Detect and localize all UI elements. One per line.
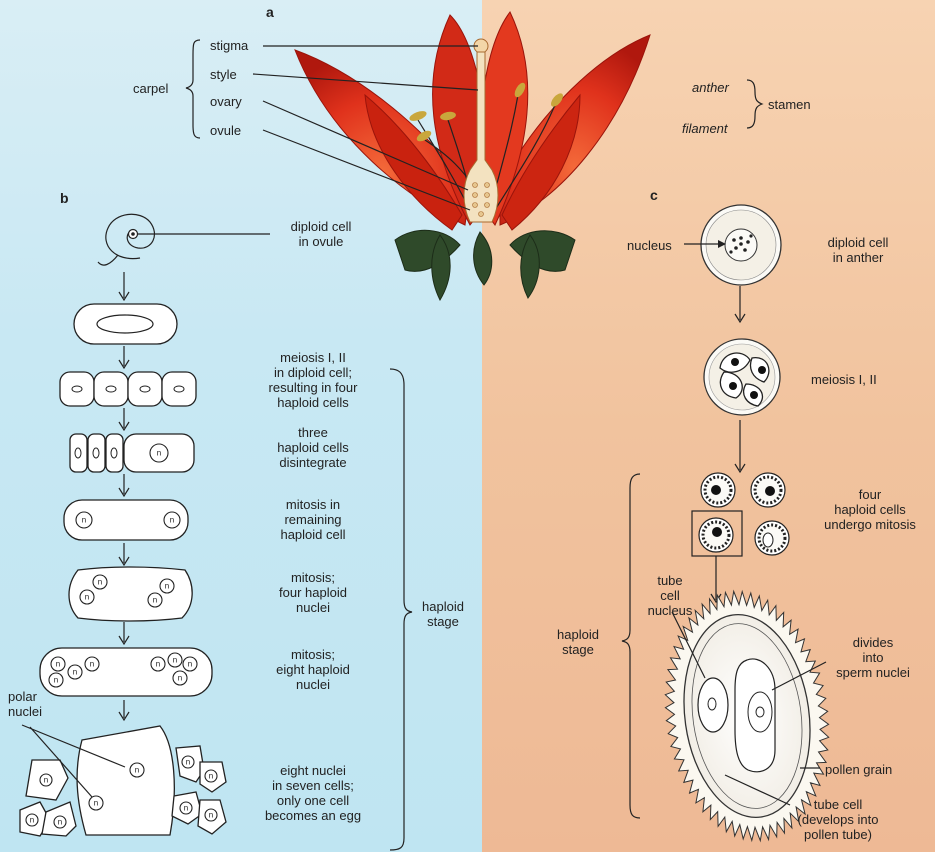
nucleus-letter: n [58,818,62,827]
nucleus-letter: n [186,758,190,767]
nucleus-letter: n [170,516,174,525]
nucleus-letter: n [156,660,160,669]
stigma-label: stigma [210,38,248,53]
style-label: style [210,67,237,82]
nucleus-letter: n [173,656,177,665]
nucleus-letter: n [184,804,188,813]
nucleus-letter: n [209,811,213,820]
panel-a-letter: a [266,5,274,20]
nucleus-letter: n [157,449,161,458]
nucleus-letter: n [54,676,58,685]
panel-c-drawing [622,205,829,841]
stamen-label: stamen [768,97,811,112]
pollen-grain-label: pollen grain [825,762,892,777]
nucleus-letter: n [178,674,182,683]
nucleus-letter: n [44,776,48,785]
filament-label: filament [682,121,728,136]
nucleus-letter: n [90,660,94,669]
nucleus-label: nucleus [627,238,672,253]
nucleus-letter: n [165,582,169,591]
nucleus-letter: n [30,816,34,825]
nucleus-letter: n [153,596,157,605]
nucleus-letter: n [73,668,77,677]
nucleus-letter: n [135,766,139,775]
ovary-label: ovary [210,94,242,109]
ovule-label: ovule [210,123,241,138]
nucleus-letter: n [85,593,89,602]
nucleus-letter: n [56,660,60,669]
nucleus-letter: n [209,772,213,781]
nucleus-letter: n [82,516,86,525]
carpel-label: carpel [133,81,168,96]
panel-b-letter: b [60,191,69,206]
sepals [395,230,575,300]
lily-flower [295,12,650,300]
nucleus-letter: n [94,799,98,808]
anther-label: anther [692,80,729,95]
nucleus-letter: n [98,578,102,587]
meiosis-c-label: meiosis I, II [811,372,877,387]
nucleus-letter: n [188,660,192,669]
panel-c-letter: c [650,188,658,203]
